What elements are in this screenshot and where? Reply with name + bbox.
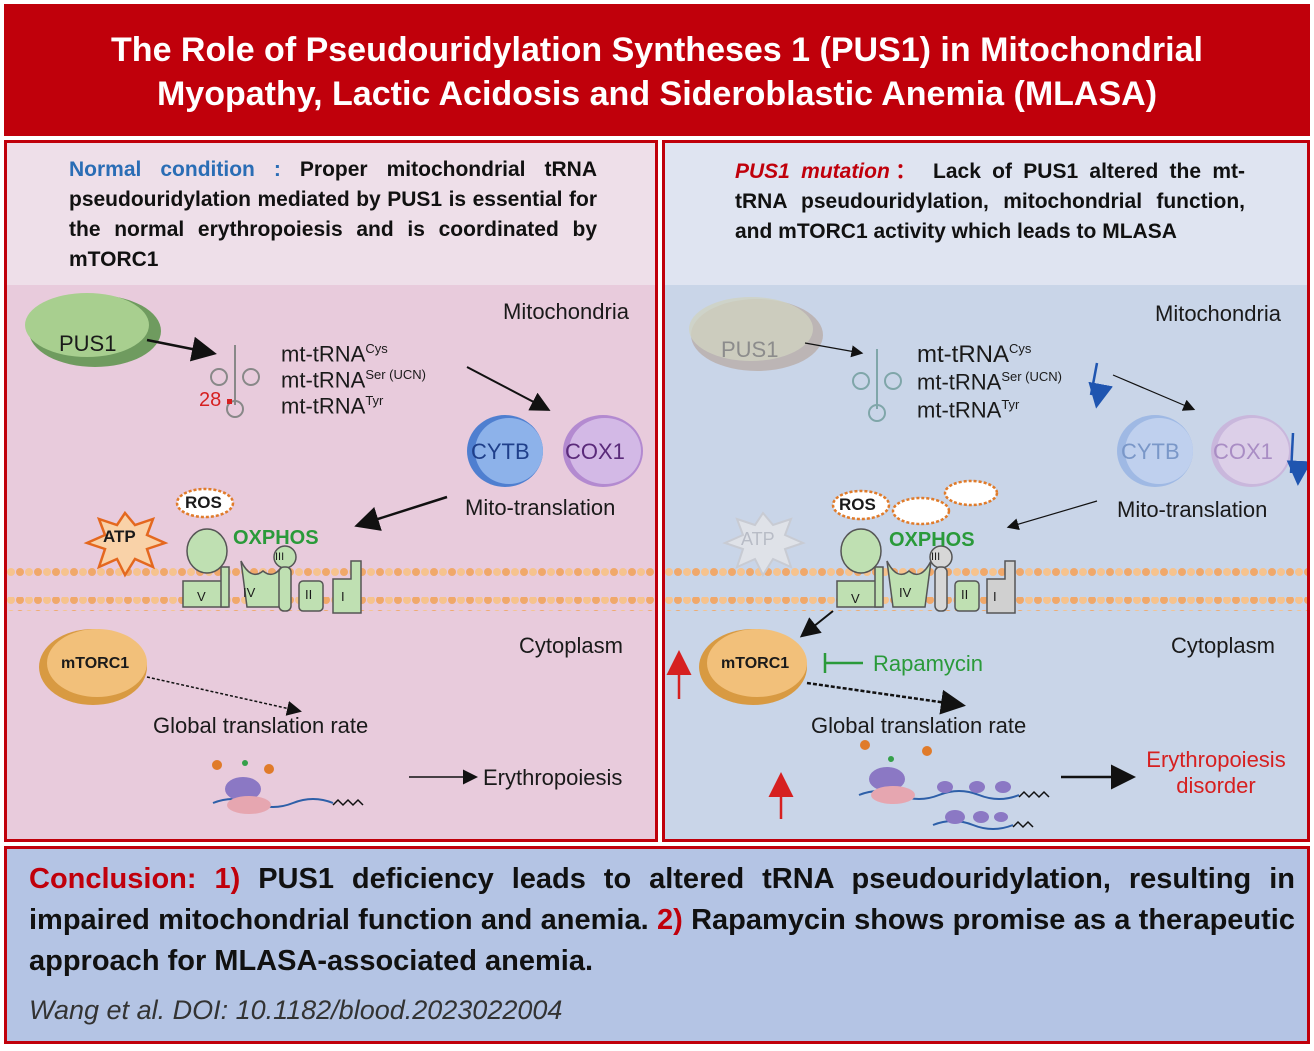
atp-label: ATP [103,527,136,546]
ros-cloud [831,489,891,521]
inner-membrane [7,597,655,611]
rapamycin-label: Rapamycin [873,651,984,676]
pus1-mutation-description: PUS1 mutation： Lack of PUS1 altered the … [735,160,1246,243]
oxphos-label: OXPHOS [889,529,975,551]
normal-condition-panel: Normal condition : Proper mitochondrial … [4,140,658,842]
conclusion-num-2: 2) [656,904,683,936]
mito-translation-label: Mito-translation [465,495,616,520]
conclusion-num-1: 1) [214,863,241,895]
normal-condition-label: Normal condition : [69,158,281,181]
normal-condition-description: Normal condition : Proper mitochondrial … [69,155,597,275]
title-line-2: Myopathy, Lactic Acidosis and Sideroblas… [156,75,1158,113]
complex-iii-icon [273,545,297,612]
mtorc1-label: mTORC1 [61,655,130,672]
oxphos-label: OXPHOS [233,527,319,549]
complex-iii-label: III [931,551,941,563]
site-28-label: 28 [199,389,222,411]
mitochondria-label: Mitochondria [1155,301,1281,326]
trna-tyr-label: mt-tRNATyr [281,393,384,419]
trna-ser-label: mt-tRNASer (UCN) [917,369,1062,395]
complex-ii-label: II [305,587,313,602]
complex-iii-icon [929,545,953,612]
ribosome-mrna-icon [212,760,364,814]
inner-membrane [665,597,1307,611]
global-translation-label: Global translation rate [811,713,1027,738]
conclusion-label: Conclusion: [29,863,197,895]
pus1-mutation-header: PUS1 mutation： Lack of PUS1 altered the … [665,143,1307,285]
cytoplasm-label: Cytoplasm [1171,633,1275,658]
normal-condition-header: Normal condition : Proper mitochondrial … [7,143,655,285]
complex-i-icon [986,560,1016,614]
complex-i-label: I [993,589,997,604]
complex-ii-label: II [961,587,969,602]
complex-v-icon [182,528,230,608]
cytb-label: CYTB [471,439,530,464]
polysome-icon [858,740,1050,830]
complex-iv-label: IV [243,585,256,600]
global-translation-label: Global translation rate [153,713,369,738]
mutation-diagram [665,297,1307,830]
pus1-mutation-text: Lack of PUS1 altered the mt-tRNA pseudou… [735,160,1246,243]
mitochondria-label: Mitochondria [503,299,629,324]
title-banner: The Role of Pseudouridylation Syntheses … [4,4,1310,136]
pus1-label: PUS1 [59,331,117,356]
trna-cys-label: mt-tRNACys [917,341,1032,368]
ros-cloud [175,487,235,519]
complex-v-label: V [851,591,860,606]
trna-tyr-label: mt-tRNATyr [917,397,1020,423]
complex-v-label: V [197,589,206,604]
trna-down-arrow [1088,362,1113,409]
complex-iii-label: III [275,551,285,563]
pus1-label: PUS1 [721,337,779,362]
ros-cloud-extra [891,496,951,526]
ros-label: ROS [185,493,222,512]
pus1-mutation-label: PUS1 mutation [735,160,890,183]
atp-burst-icon [83,510,169,578]
conclusion-box: Conclusion: 1) PUS1 deficiency leads to … [4,846,1310,1044]
erythropoiesis-label: Erythropoiesis [483,765,623,790]
cox1-label: COX1 [1213,439,1273,464]
mtorc1-label: mTORC1 [721,655,790,672]
complex-ii-icon [298,580,324,612]
complex-i-icon [332,560,362,614]
outer-membrane [7,567,655,581]
trna-ser-label: mt-tRNASer (UCN) [281,367,426,393]
trna-cloverleaf-icon [852,349,902,422]
complex-ii-icon [954,580,980,612]
cox1-label: COX1 [565,439,625,464]
trna-cys-label: mt-tRNACys [281,341,388,367]
complex-iv-label: IV [899,585,912,600]
complex-i-label: I [341,589,345,604]
mito-translation-label: Mito-translation [1117,497,1268,522]
atp-burst-icon-faded [722,511,806,578]
citation: Wang et al. DOI: 10.1182/blood.202302200… [29,995,563,1025]
cytb-label: CYTB [1121,439,1180,464]
normal-condition-text: Proper mitochondrial tRNA pseudouridylat… [69,158,597,271]
conclusion-text: Conclusion: 1) PUS1 deficiency leads to … [29,859,1295,982]
ros-cloud-extra-2 [943,479,999,507]
pus1-mutation-panel: PUS1 mutation： Lack of PUS1 altered the … [662,140,1310,842]
complex-v-icon [836,528,884,608]
outer-membrane [665,567,1307,581]
trna-cloverleaf-icon [210,345,260,418]
atp-label: ATP [741,529,775,549]
conclusion-point-1: PUS1 deficiency leads to altered tRNA ps… [29,863,1295,936]
protein-down-arrow [1286,432,1307,486]
ros-label: ROS [839,495,876,514]
erythropoiesis-disorder-label: Erythropoiesis disorder [1146,747,1286,798]
title-line-1: The Role of Pseudouridylation Syntheses … [111,31,1203,69]
normal-diagram [7,293,655,814]
conclusion-point-2: Rapamycin shows promise as a therapeutic… [29,904,1295,977]
cytoplasm-label: Cytoplasm [519,633,623,658]
